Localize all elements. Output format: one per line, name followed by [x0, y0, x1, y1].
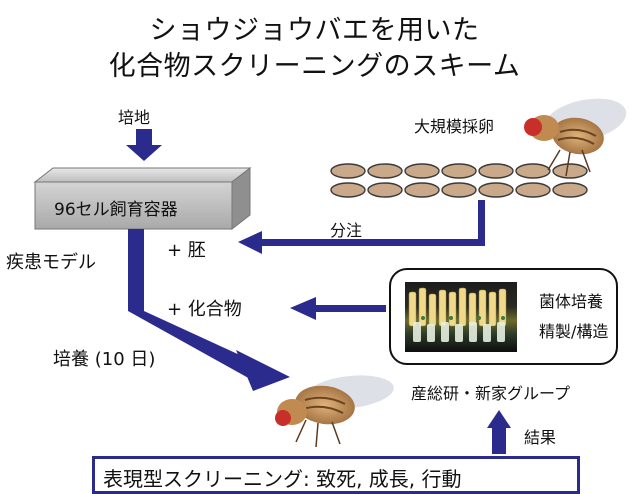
- group-label: 産総研・新家グループ: [411, 384, 571, 403]
- result-up-arrow: [487, 410, 511, 454]
- plus-embryo-label: + 胚: [167, 240, 206, 261]
- mass-egg-label: 大規模採卵: [414, 117, 495, 136]
- dispense-arrow: [238, 200, 485, 254]
- culture-label: 培養 (10 日): [53, 349, 156, 370]
- vials-photo: [405, 282, 517, 352]
- title-line-1: ショウジョウバエを用いた: [149, 15, 480, 46]
- container-label: 96セル飼育容器: [54, 200, 178, 220]
- microbe-culture-label: 菌体培養: [539, 292, 604, 311]
- screening-label: 表現型スクリーニング: 致死, 成長, 行動: [103, 467, 462, 491]
- egg-grid: [330, 163, 588, 198]
- title-line-2: 化合物スクリーニングのスキーム: [108, 51, 521, 82]
- fly-top-right-icon: [524, 98, 627, 177]
- plus-compound-label: + 化合物: [167, 299, 242, 320]
- dispense-label: 分注: [330, 221, 363, 240]
- disease-model-label: 疾患モデル: [6, 252, 96, 273]
- fly-bottom-icon: [275, 375, 394, 448]
- microbe-process-box: 菌体培養 精製/構造: [389, 268, 618, 365]
- purify-structure-label: 精製/構造: [539, 322, 609, 341]
- culture-arrow: [128, 229, 290, 391]
- medium-label: 培地: [118, 108, 151, 127]
- vials-icon: [408, 287, 507, 342]
- medium-down-arrow: [126, 129, 162, 161]
- result-label: 結果: [524, 428, 557, 447]
- screening-box: 表現型スクリーニング: 致死, 成長, 行動: [92, 456, 580, 494]
- compound-arrow: [290, 297, 386, 320]
- container-box: [33, 166, 252, 231]
